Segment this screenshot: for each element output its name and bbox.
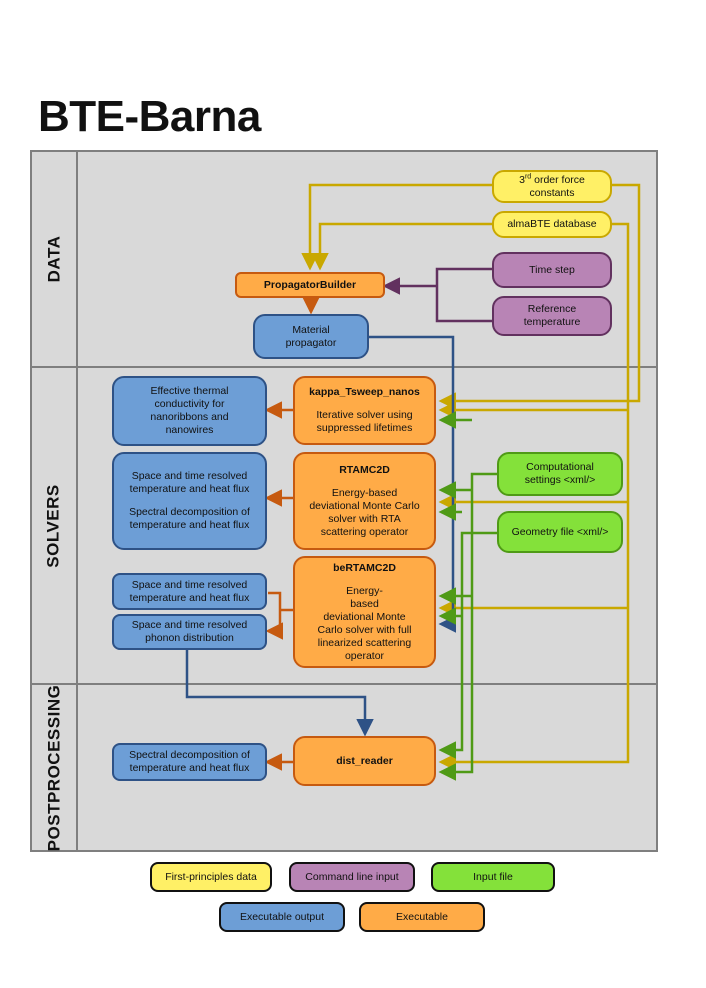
reference-temperature-box: Reference temperature bbox=[492, 296, 612, 336]
section-divider-data-solvers bbox=[30, 366, 658, 368]
section-divider-solvers-post bbox=[30, 683, 658, 685]
time-step-box: Time step bbox=[492, 252, 612, 288]
bertamc2d-output-phonon-box: Space and time resolved phonon distribut… bbox=[112, 614, 267, 650]
section-label-data: DATA bbox=[43, 235, 63, 283]
propagator-builder-box: PropagatorBuilder bbox=[235, 272, 385, 298]
legend-input-file: Input file bbox=[431, 862, 555, 892]
section-label-postprocessing: POSTPROCESSING bbox=[44, 684, 64, 851]
legend-command-line: Command line input bbox=[289, 862, 415, 892]
page-title: BTE-Barna bbox=[38, 92, 261, 141]
kappa-output-box: Effective thermal conductivity for nanor… bbox=[112, 376, 267, 446]
rtamc2d-solver-box: RTAMC2D Energy-based deviational Monte C… bbox=[293, 452, 436, 550]
section-label-solvers: SOLVERS bbox=[44, 483, 64, 568]
computational-settings-box: Computational settings <xml/> bbox=[497, 452, 623, 496]
almabte-database-box: almaBTE database bbox=[492, 211, 612, 238]
kappa-solver-box: kappa_Tsweep_nanos Iterative solver usin… bbox=[293, 376, 436, 445]
rtamc2d-output-box: Space and time resolved temperature and … bbox=[112, 452, 267, 550]
dist-reader-output-box: Spectral decomposition of temperature an… bbox=[112, 743, 267, 781]
legend-executable: Executable bbox=[359, 902, 485, 932]
section-label-column bbox=[30, 150, 78, 852]
force-constants-box: 3rd order force constants bbox=[492, 170, 612, 203]
legend-first-principles: First-principles data bbox=[150, 862, 272, 892]
bertamc2d-solver-box: beRTAMC2D Energy- based deviational Mont… bbox=[293, 556, 436, 668]
legend-executable-output: Executable output bbox=[219, 902, 345, 932]
geometry-file-box: Geometry file <xml/> bbox=[497, 511, 623, 553]
material-propagator-box: Material propagator bbox=[253, 314, 369, 359]
dist-reader-box: dist_reader bbox=[293, 736, 436, 786]
bertamc2d-output-temperature-box: Space and time resolved temperature and … bbox=[112, 573, 267, 610]
